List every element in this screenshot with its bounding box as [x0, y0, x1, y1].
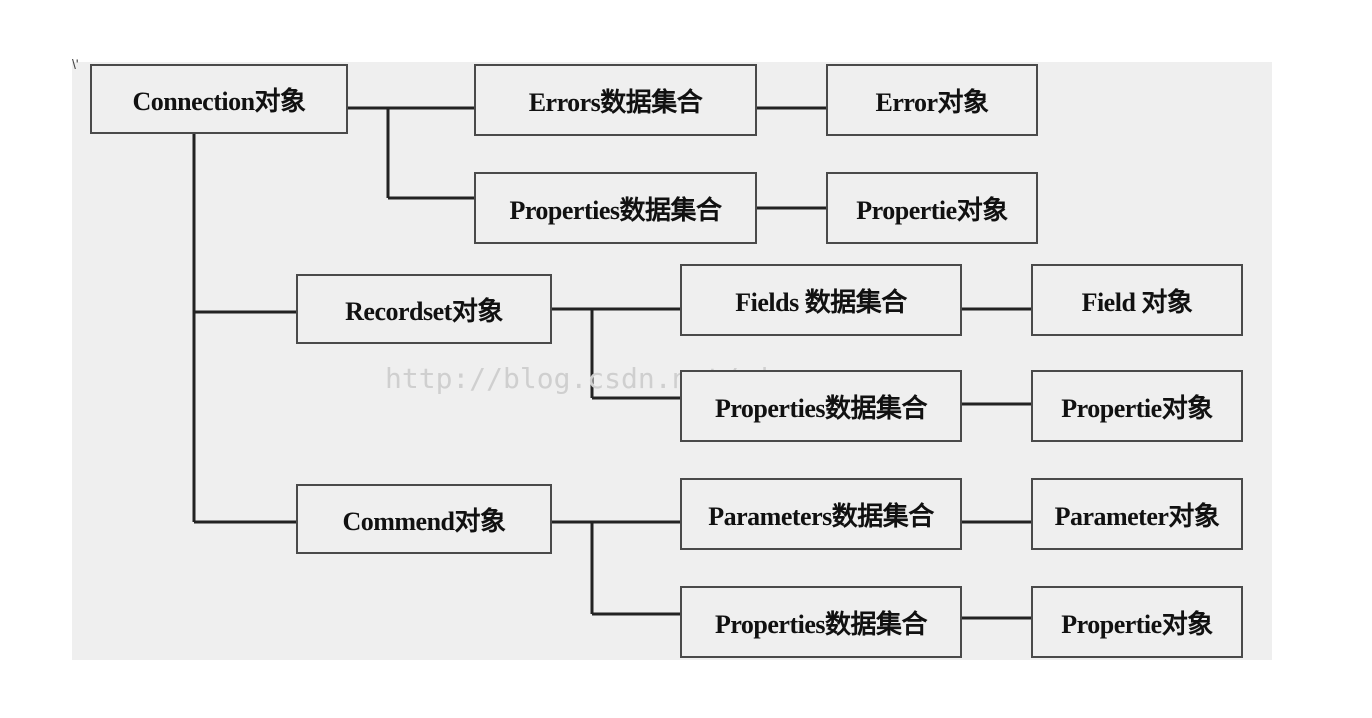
- node-recordset-properties-collection: Properties数据集合: [680, 370, 962, 442]
- node-recordset: Recordset对象: [296, 274, 552, 344]
- node-recordset-propertie-object: Propertie对象: [1031, 370, 1243, 442]
- node-commend: Commend对象: [296, 484, 552, 554]
- corner-mark: \': [72, 56, 79, 72]
- node-field-object: Field 对象: [1031, 264, 1243, 336]
- node-parameter-object: Parameter对象: [1031, 478, 1243, 550]
- node-connection-propertie-object: Propertie对象: [826, 172, 1038, 244]
- node-parameters-collection: Parameters数据集合: [680, 478, 962, 550]
- node-commend-properties-collection: Properties数据集合: [680, 586, 962, 658]
- node-connection-properties-collection: Properties数据集合: [474, 172, 757, 244]
- node-errors-collection: Errors数据集合: [474, 64, 757, 136]
- diagram-canvas: [72, 62, 1272, 660]
- node-fields-collection: Fields 数据集合: [680, 264, 962, 336]
- node-commend-propertie-object: Propertie对象: [1031, 586, 1243, 658]
- node-connection: Connection对象: [90, 64, 348, 134]
- node-error-object: Error对象: [826, 64, 1038, 136]
